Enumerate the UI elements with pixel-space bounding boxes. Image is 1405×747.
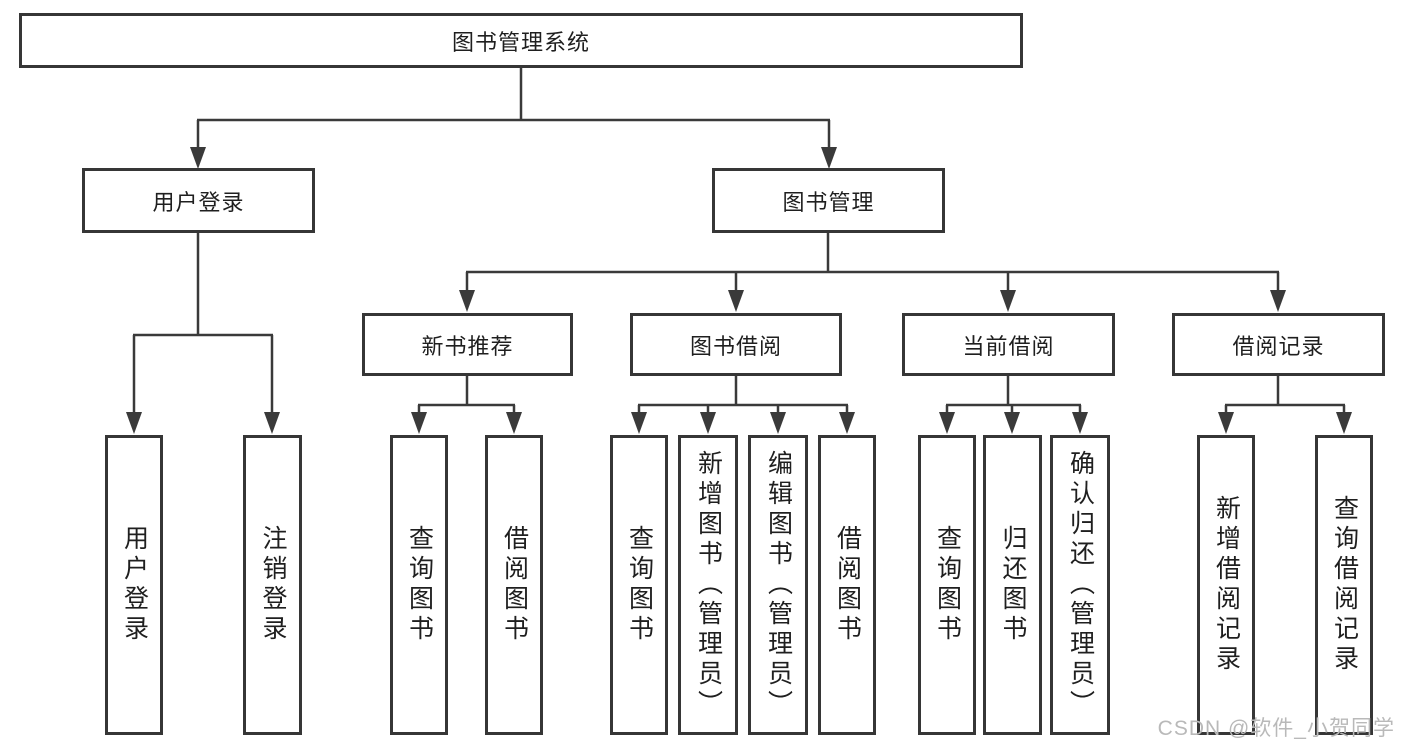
node-label: 新增借阅记录 xyxy=(1212,495,1241,675)
node-label: 借阅图书 xyxy=(833,525,862,645)
node-user-login-leaf: 用户登录 xyxy=(105,435,163,735)
arrowhead xyxy=(1270,290,1286,312)
node-query-books-1: 查询图书 xyxy=(390,435,448,735)
node-label: 查询图书 xyxy=(405,525,434,645)
edge-current-borrow-children xyxy=(939,376,1088,434)
arrowhead xyxy=(939,412,955,434)
node-borrow-books-1: 借阅图书 xyxy=(485,435,543,735)
edge-user-login-children xyxy=(126,233,280,434)
node-logout: 注销登录 xyxy=(243,435,302,735)
node-label: 归还图书 xyxy=(999,525,1027,645)
node-label: 注销登录 xyxy=(259,525,287,645)
node-label: 新书推荐 xyxy=(421,333,514,359)
edge-book-borrow-children xyxy=(631,376,855,434)
node-label: 借阅图书 xyxy=(500,525,529,645)
node-label: 图书借阅 xyxy=(689,333,782,359)
node-query-borrow-record: 查询借阅记录 xyxy=(1315,435,1373,735)
csdn-watermark: CSDN @软件_小贺同学 xyxy=(1157,717,1395,740)
node-book-management: 图书管理 xyxy=(712,168,945,233)
node-label: 图书管理系统 xyxy=(451,29,590,55)
node-label: 确认归还（管理员） xyxy=(1066,450,1095,720)
arrowhead xyxy=(506,412,522,434)
edge-book-mgmt-children xyxy=(459,233,1286,312)
node-current-borrow: 当前借阅 xyxy=(902,313,1115,376)
arrowhead xyxy=(190,147,206,169)
node-borrow-record: 借阅记录 xyxy=(1172,313,1385,376)
node-label: 图书管理 xyxy=(782,189,875,215)
node-label: 当前借阅 xyxy=(962,333,1055,359)
node-borrow-books-2: 借阅图书 xyxy=(818,435,876,735)
node-query-books-3: 查询图书 xyxy=(918,435,976,735)
arrowhead xyxy=(1336,412,1352,434)
node-label: 查询借阅记录 xyxy=(1330,495,1359,675)
node-add-borrow-record: 新增借阅记录 xyxy=(1197,435,1255,735)
node-library-management-system: 图书管理系统 xyxy=(19,13,1023,68)
node-label: 查询图书 xyxy=(625,525,654,645)
arrowhead xyxy=(411,412,427,434)
arrowhead xyxy=(631,412,647,434)
arrowhead xyxy=(1004,412,1020,434)
node-book-borrow: 图书借阅 xyxy=(630,313,842,376)
node-query-books-2: 查询图书 xyxy=(610,435,668,735)
node-label: 编辑图书（管理员） xyxy=(764,450,793,720)
node-new-book-recommend: 新书推荐 xyxy=(362,313,573,376)
edge-borrow-record-children xyxy=(1218,376,1352,434)
edge-new-book-rec-children xyxy=(411,376,522,434)
node-label: 查询图书 xyxy=(933,525,962,645)
edge-root-children xyxy=(190,68,837,169)
arrowhead xyxy=(700,412,716,434)
arrowhead xyxy=(821,147,837,169)
node-label: 新增图书（管理员） xyxy=(694,450,723,720)
arrowhead xyxy=(264,412,280,434)
node-edit-books-admin: 编辑图书（管理员） xyxy=(748,435,808,735)
arrowhead xyxy=(1072,412,1088,434)
arrowhead xyxy=(839,412,855,434)
arrowhead xyxy=(728,290,744,312)
node-add-books-admin: 新增图书（管理员） xyxy=(678,435,738,735)
node-label: 用户登录 xyxy=(152,189,245,215)
node-label: 用户登录 xyxy=(120,525,149,645)
node-user-login: 用户登录 xyxy=(82,168,315,233)
arrowhead xyxy=(126,412,142,434)
node-confirm-return-admin: 确认归还（管理员） xyxy=(1050,435,1110,735)
arrowhead xyxy=(1000,290,1016,312)
arrowhead xyxy=(1218,412,1234,434)
node-return-books: 归还图书 xyxy=(983,435,1042,735)
arrowhead xyxy=(770,412,786,434)
arrowhead xyxy=(459,290,475,312)
node-label: 借阅记录 xyxy=(1232,333,1325,359)
